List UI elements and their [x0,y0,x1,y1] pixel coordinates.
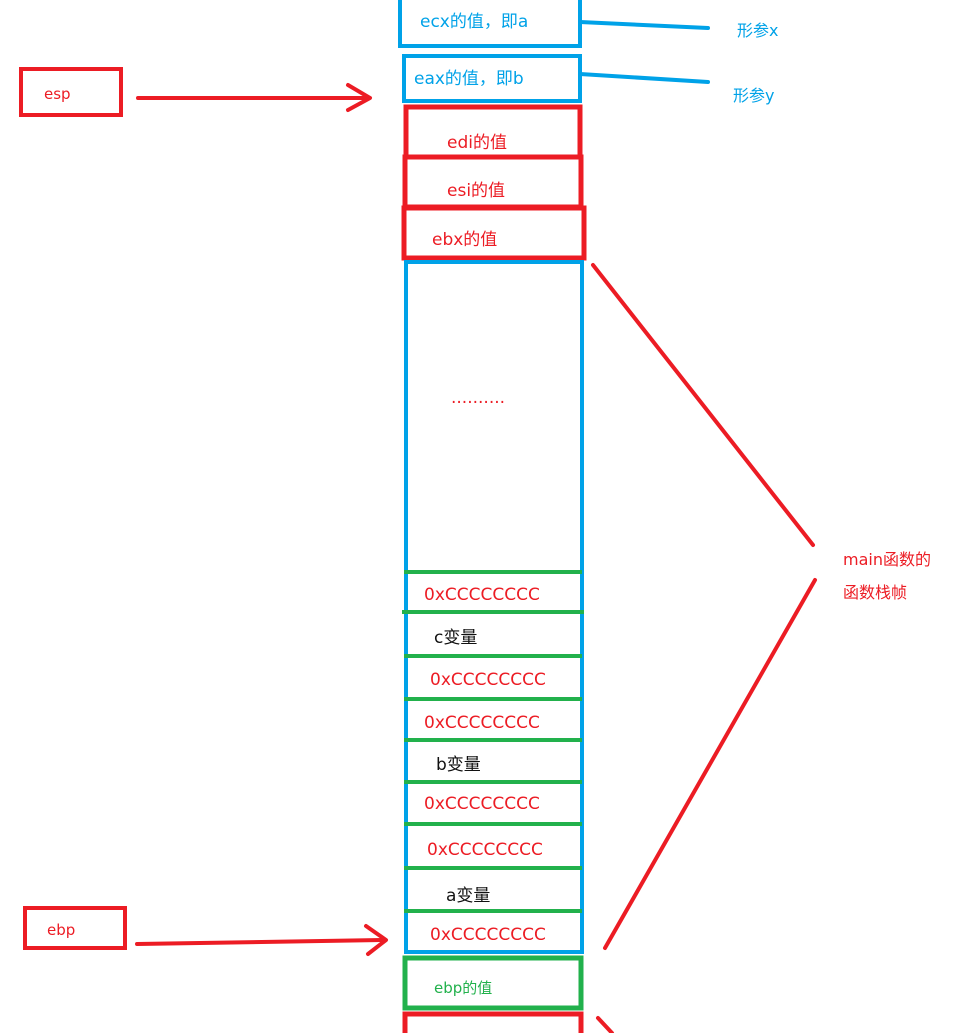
cell-eax-label: eax的值，即b [414,69,524,89]
fill-value-4: 0xCCCCCCCC [424,794,540,814]
frame-bracket-lower [603,578,817,950]
frame-label-line1: main函数的 [843,550,931,569]
cell-eax-box [402,54,582,103]
ebp-arrow-shaft [135,938,386,946]
frame-bracket-tail [596,1016,614,1033]
frame-bracket-upper [591,263,815,547]
cell-ebp-saved-box [402,955,584,1011]
param-x-connector [578,20,710,30]
cell-ebp-saved-label: ebp的值 [434,979,492,997]
ebp-register-label: ebp [47,921,75,939]
esp-register-label: esp [44,85,71,103]
esp-arrow-head [346,83,372,112]
main-frame-column [404,260,584,954]
var-c-label: c变量 [434,628,477,648]
cell-edi-label: edi的值 [447,133,507,153]
cell-ebx-box [401,205,587,261]
fill-value-1: 0xCCCCCCCC [424,585,540,605]
fill-value-3: 0xCCCCCCCC [424,713,540,733]
param-y-connector [578,72,710,84]
esp-register-box [19,67,123,117]
frame-label-line2: 函数栈帧 [843,583,907,602]
param-x-label: 形参x [737,21,778,40]
cell-bottom-partial [402,1011,584,1033]
fill-value-2: 0xCCCCCCCC [430,670,546,690]
param-y-label: 形参y [733,86,774,105]
cell-esi-label: esi的值 [447,181,505,201]
var-a-label: a变量 [446,886,490,906]
ebp-register-box [23,906,127,950]
fill-value-5: 0xCCCCCCCC [427,840,543,860]
frame-ellipsis: .......... [451,388,505,408]
fill-value-6: 0xCCCCCCCC [430,925,546,945]
cell-ecx-label: ecx的值，即a [420,12,528,32]
cell-ebx-label: ebx的值 [432,230,497,250]
var-b-label: b变量 [436,755,481,775]
ebp-arrow-head [364,924,388,956]
